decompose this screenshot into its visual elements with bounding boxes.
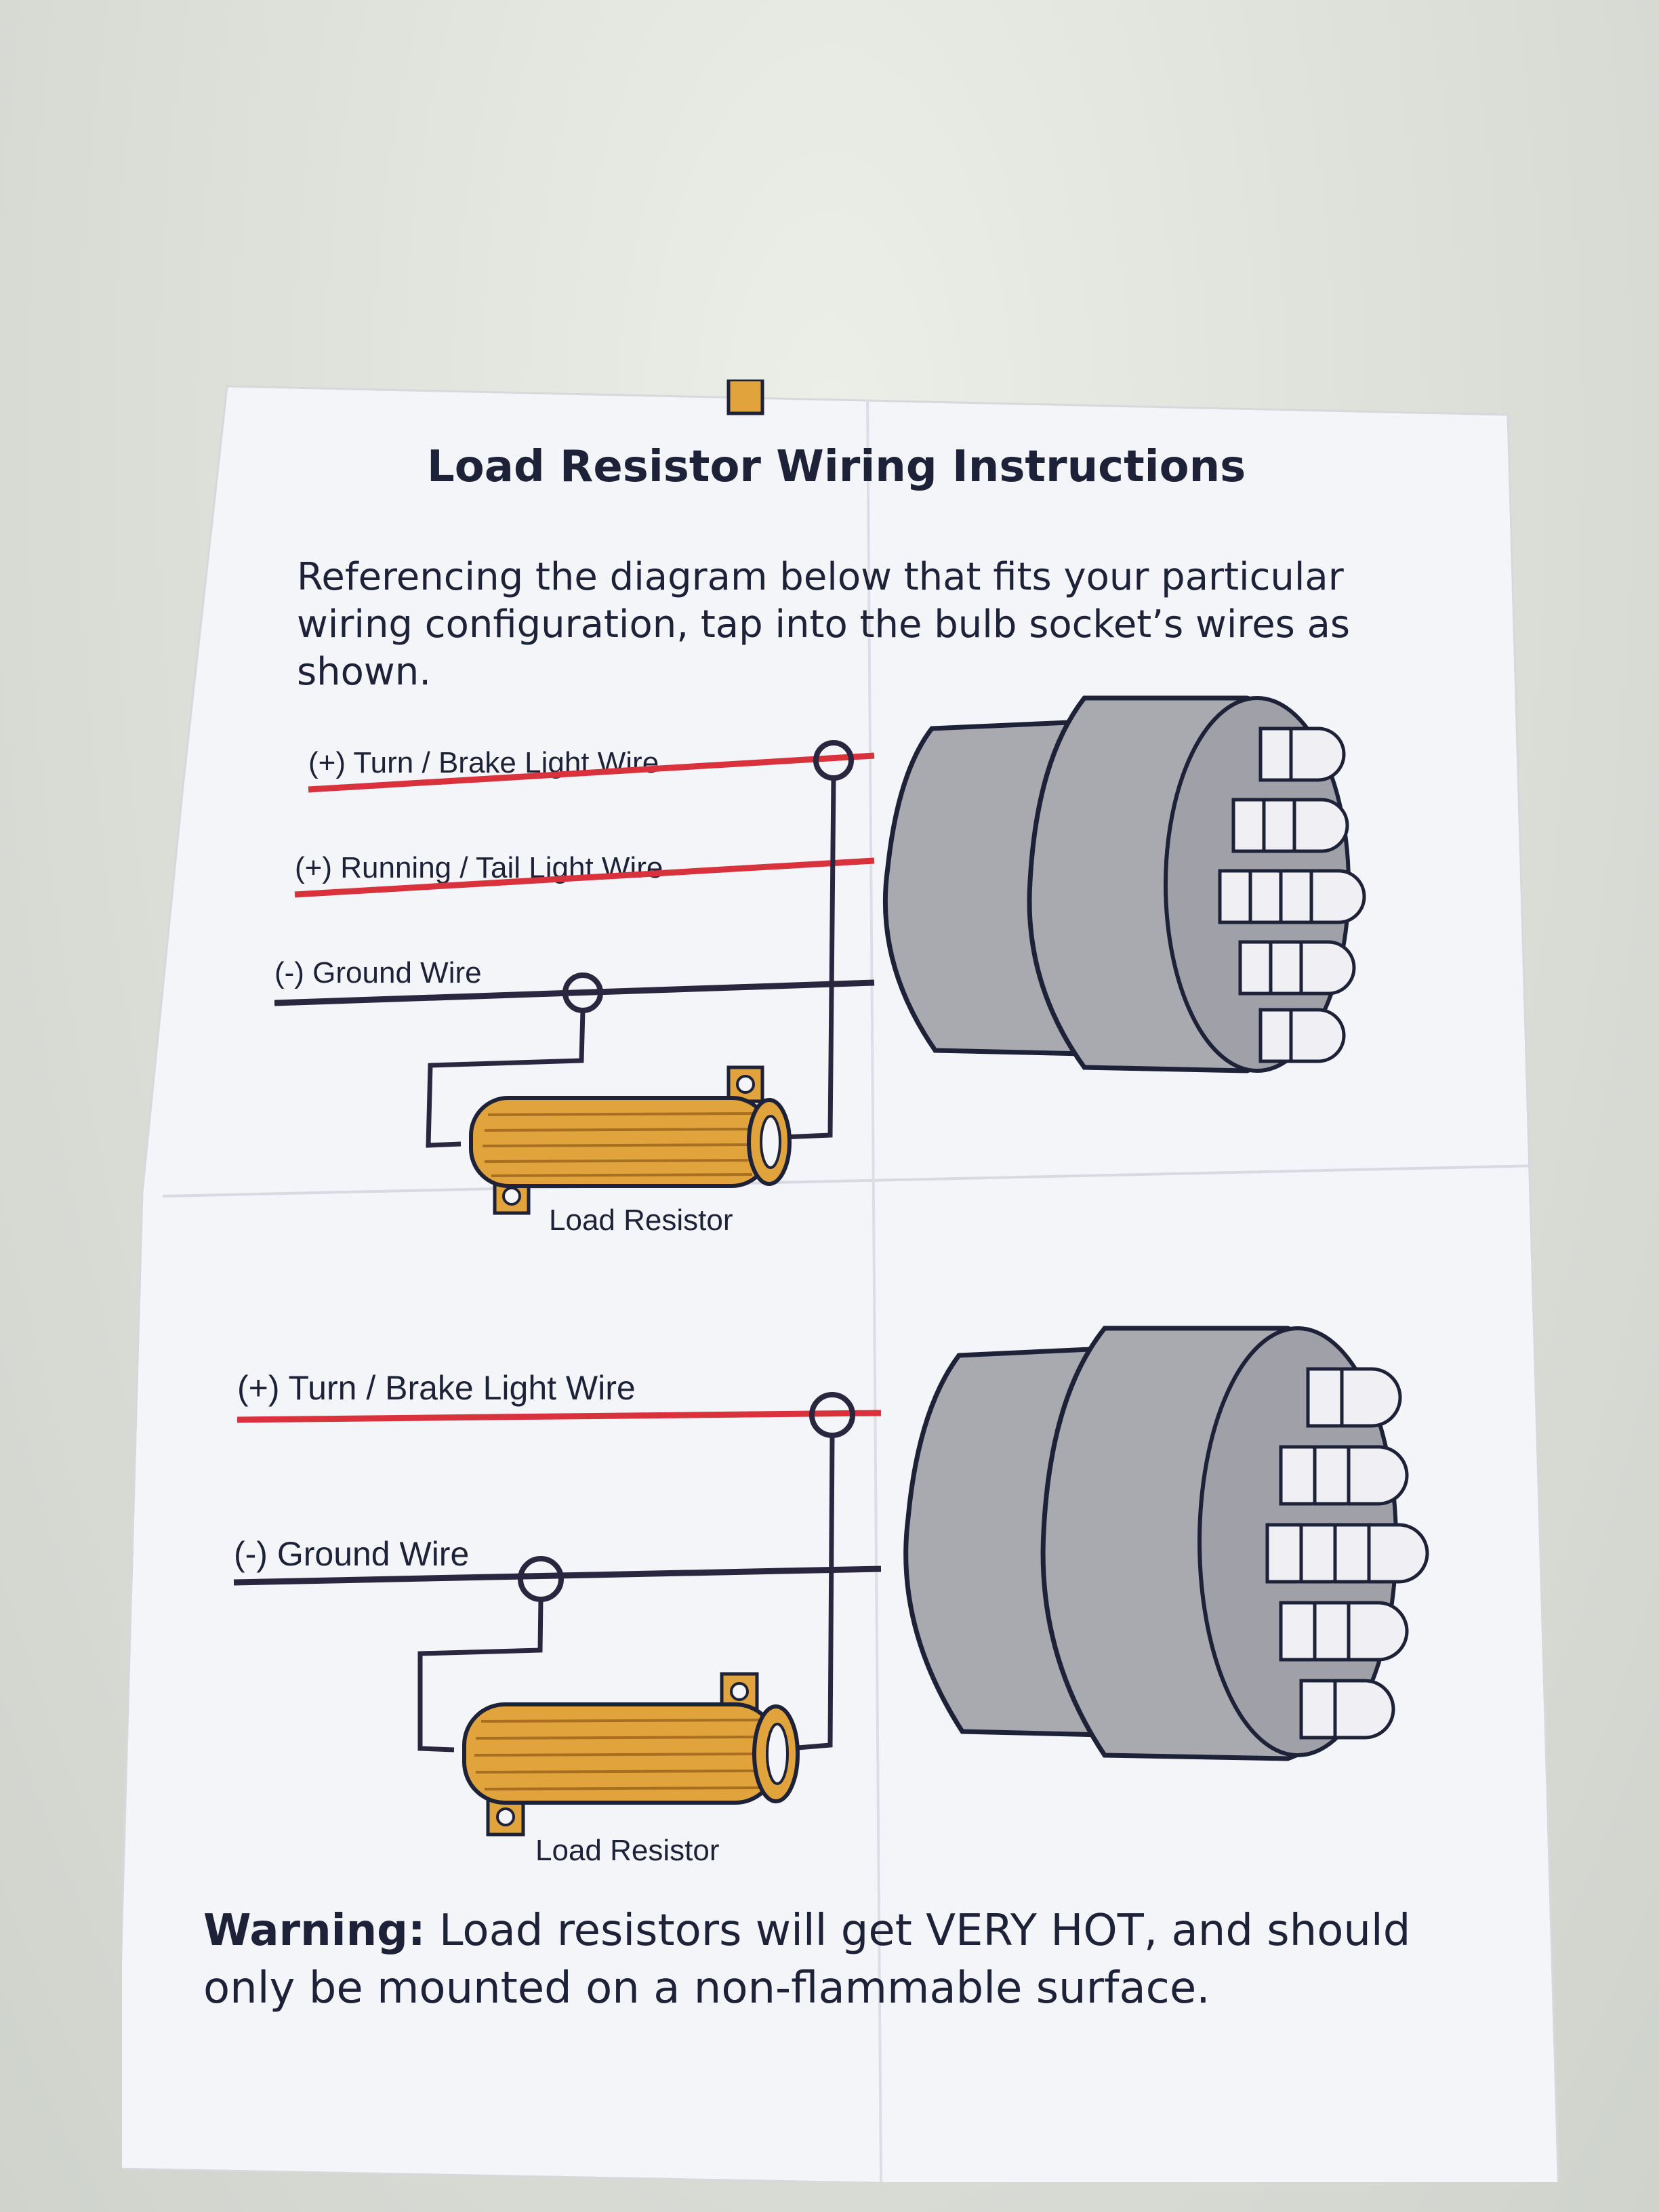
sheet-title: Load Resistor Wiring Instructions — [427, 442, 1246, 492]
wiring-diagram-top: (+) Turn / Brake Light Wire (+) Running … — [274, 380, 1366, 1237]
resistor-lead-positive-bottom — [789, 1435, 835, 1751]
ground-wire-top — [274, 979, 875, 1006]
resistor-lead-ground-bottom — [417, 1599, 544, 1753]
running-tail-wire-top — [294, 857, 875, 898]
intro-line-1: Referencing the diagram below that fits … — [297, 555, 1345, 599]
wiring-diagram-bottom: (+) Turn / Brake Light Wire (-) Ground W… — [233, 1326, 1429, 1867]
load-resistor-top — [469, 380, 792, 1215]
ground-wire-bottom — [233, 1565, 882, 1586]
ground-wire-label-top: (-) Ground Wire — [274, 956, 482, 989]
fold-crease-horizontal — [162, 1164, 1539, 1197]
warning-line-1: Load resistors will get VERY HOT, and sh… — [426, 1906, 1411, 1956]
load-resistor-bottom — [462, 1672, 800, 1837]
warning-label: Warning: — [203, 1906, 426, 1956]
turn-brake-wire-label-bottom: (+) Turn / Brake Light Wire — [237, 1369, 636, 1407]
running-tail-wire-label-top: (+) Running / Tail Light Wire — [295, 851, 663, 884]
fold-crease-vertical — [866, 399, 882, 2182]
warning-line-2: only be mounted on a non-flammable surfa… — [203, 1963, 1210, 2013]
turn-brake-wire-top — [308, 752, 875, 793]
resistor-lead-ground-top — [426, 1010, 586, 1148]
intro-line-2: wiring configuration, tap into the bulb … — [297, 602, 1350, 647]
resistor-lead-positive-top — [782, 777, 836, 1140]
intro-line-3: shown. — [297, 650, 431, 694]
turn-brake-wire-bottom — [237, 1410, 882, 1423]
instruction-sheet-svg: Load Resistor Wiring Instructions Refere… — [122, 380, 1559, 2182]
ground-wire-label-bottom: (-) Ground Wire — [234, 1535, 469, 1573]
led-array-top — [1218, 726, 1366, 1063]
led-array-bottom — [1265, 1367, 1429, 1740]
instruction-sheet: Load Resistor Wiring Instructions Refere… — [122, 380, 1659, 2182]
warning-text-line-1: Warning: Load resistors will get VERY HO… — [203, 1906, 1410, 1956]
load-resistor-label-bottom: Load Resistor — [535, 1834, 719, 1867]
load-resistor-label-top: Load Resistor — [549, 1204, 733, 1237]
